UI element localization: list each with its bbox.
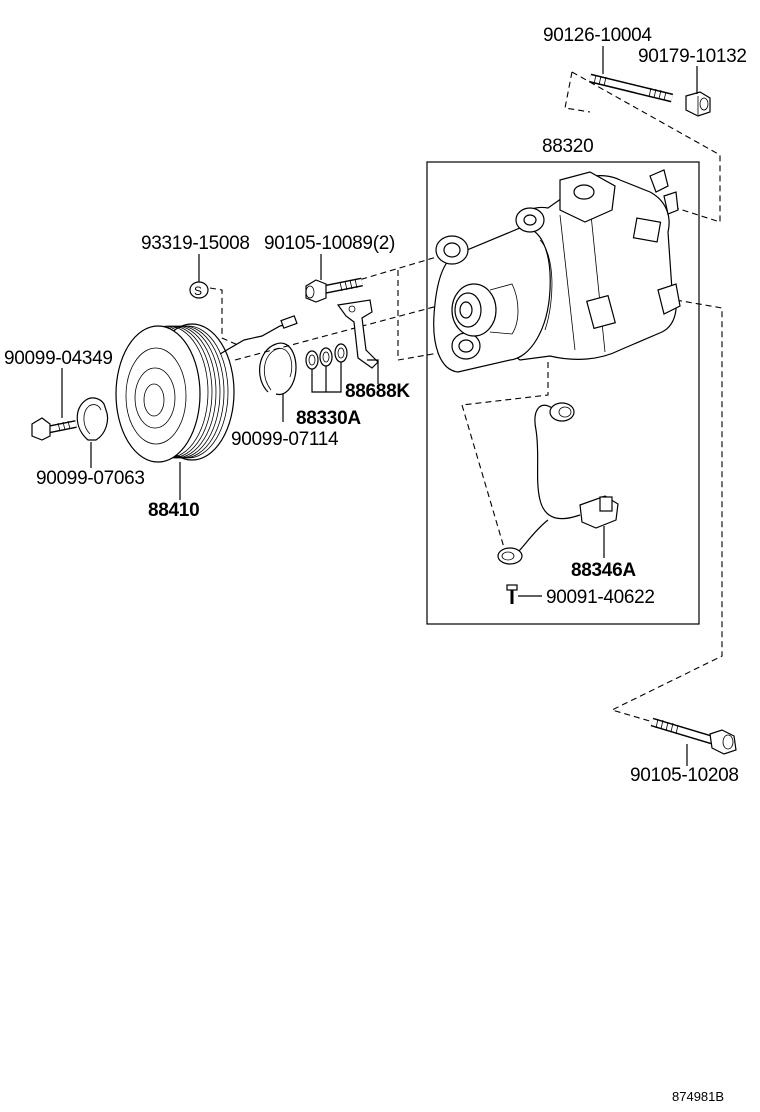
label-bolt-upper[interactable]: 90105-10089(2)	[264, 233, 395, 254]
snap-ring-inner-part[interactable]	[76, 397, 109, 441]
diagram-code: 874981B	[672, 1089, 724, 1104]
label-bracket[interactable]: 88688K	[345, 381, 411, 402]
nut-part[interactable]	[685, 91, 711, 117]
label-snap-ring-inner[interactable]: 90099-07063	[36, 468, 145, 489]
label-shim-set[interactable]: 88330A	[296, 408, 362, 429]
label-snap-ring-outer[interactable]: 90099-07114	[231, 429, 339, 450]
label-nut[interactable]: 90179-10132	[638, 46, 747, 67]
dashed-leaders	[209, 71, 723, 725]
leader-lines	[61, 46, 698, 766]
harness-part[interactable]	[497, 402, 619, 565]
screw-part[interactable]	[506, 584, 518, 604]
shim-set-part[interactable]	[305, 343, 348, 370]
compressor-assembly-box	[426, 161, 700, 625]
snap-ring-outer-part[interactable]	[259, 342, 297, 396]
label-harness[interactable]: 88346A	[571, 560, 637, 581]
plug-part[interactable]: S	[189, 281, 209, 299]
label-screw[interactable]: 90091-40622	[546, 587, 655, 608]
bolt-lower-part[interactable]	[650, 717, 737, 755]
compressor-body-part[interactable]	[433, 169, 681, 373]
svg-text:S: S	[194, 284, 202, 298]
label-bolt-lower[interactable]: 90105-10208	[630, 765, 739, 786]
stud-bolt-part[interactable]	[588, 73, 674, 103]
label-clutch-pulley[interactable]: 88410	[148, 500, 200, 521]
clutch-pulley-part[interactable]	[115, 315, 298, 463]
label-compressor-assy[interactable]: 88320	[542, 136, 594, 157]
bolt-upper-part[interactable]	[305, 277, 363, 303]
label-plug[interactable]: 93319-15008	[141, 233, 250, 254]
label-stud-bolt[interactable]: 90126-10004	[543, 25, 653, 46]
label-bolt-clutch[interactable]: 90099-04349	[4, 348, 113, 369]
bolt-clutch-part[interactable]	[31, 417, 77, 441]
